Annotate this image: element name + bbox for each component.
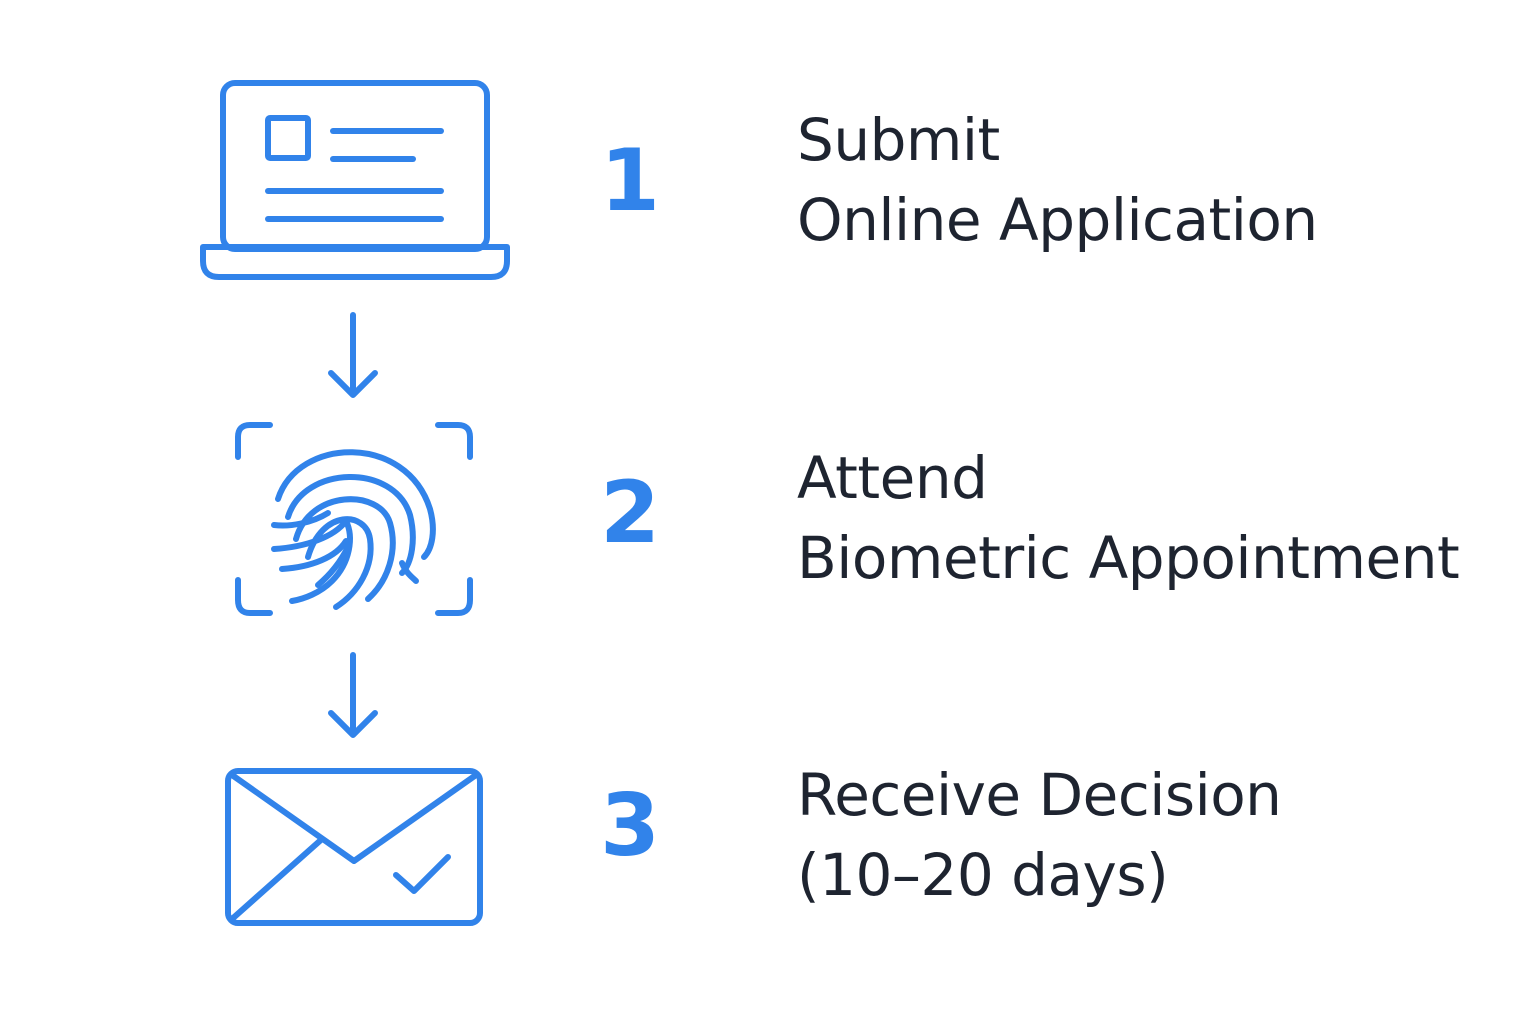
step-3-subtitle: (10–20 days)	[797, 841, 1169, 909]
step-number-3: 3	[600, 776, 660, 876]
step-3-title: Receive Decision	[797, 761, 1282, 829]
fingerprint-scan-icon	[235, 422, 473, 616]
step-1-subtitle: Online Application	[797, 186, 1318, 254]
step-label-2: Attend Biometric Appointment	[797, 438, 1460, 598]
envelope-check-icon	[225, 768, 483, 926]
arrow-down-icon	[328, 312, 378, 398]
step-2-subtitle: Biometric Appointment	[797, 524, 1460, 592]
arrow-down-icon	[328, 652, 378, 738]
step-2-title: Attend	[797, 444, 988, 512]
step-label-3: Receive Decision (10–20 days)	[797, 755, 1282, 915]
step-number-1: 1	[600, 131, 660, 231]
laptop-form-icon	[200, 80, 510, 280]
step-label-1: Submit Online Application	[797, 100, 1318, 260]
step-number-2: 2	[600, 463, 660, 563]
step-1-title: Submit	[797, 106, 1000, 174]
